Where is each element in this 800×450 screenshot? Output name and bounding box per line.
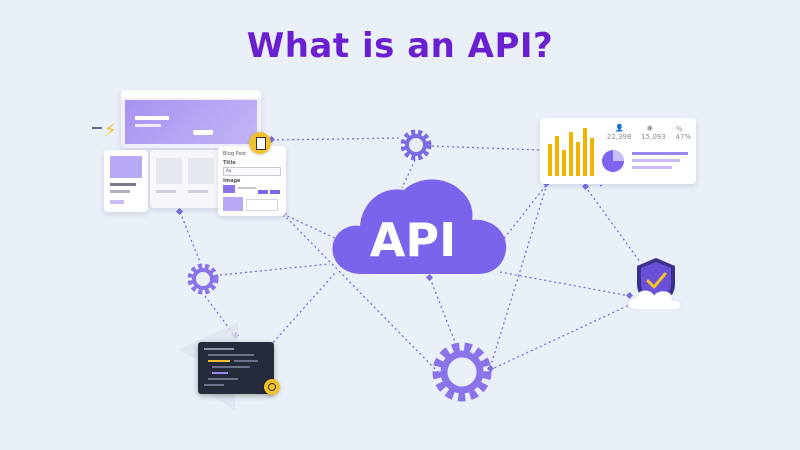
user-icon: 👤 [615, 124, 625, 132]
page-title: What is an API? [246, 26, 554, 66]
node-dot [425, 273, 434, 282]
chart-bar [562, 150, 566, 176]
api-label: API [370, 213, 456, 267]
gear-top [400, 129, 432, 161]
website-mockup [121, 90, 261, 148]
blog-heading: Blog Post [223, 151, 247, 157]
chart-bar [590, 138, 594, 176]
gear-icon [187, 263, 219, 295]
hero-banner [125, 100, 257, 144]
connector-line [499, 271, 631, 297]
image-placeholder [110, 156, 142, 178]
cloud-shape [332, 179, 507, 274]
content-card [150, 150, 220, 208]
node-dot [581, 182, 590, 191]
api-cloud: API [332, 179, 507, 274]
stats-row: 22,398 15,093 47% [602, 133, 696, 141]
connector-line [282, 213, 439, 373]
pie-chart [602, 150, 624, 172]
lightning-icon: ⚡ [104, 120, 117, 141]
content-card [104, 150, 148, 212]
gear-badge-icon [264, 379, 280, 395]
stat-users: 22,398 [606, 133, 632, 141]
chart-bar [548, 144, 552, 176]
chart-bar [569, 132, 573, 176]
connector-line [179, 211, 201, 263]
connector-line [431, 145, 541, 151]
gear-icon [400, 129, 432, 161]
connector-line [269, 271, 337, 347]
connector-line [584, 185, 641, 263]
gear-icon [432, 342, 492, 402]
connector-line [271, 137, 401, 141]
blog-post-card: Blog Post Title Aa Image [218, 146, 286, 216]
connector-line [282, 213, 336, 239]
node-dot [486, 364, 495, 373]
connector-line [401, 159, 416, 189]
chart-bar [583, 128, 587, 176]
cloud-icon [628, 290, 682, 311]
analytics-dashboard: 👤 ◉ ％ 22,398 15,093 47% [540, 118, 696, 184]
connector-line [489, 183, 548, 369]
chart-bar [555, 136, 559, 176]
title-label: Title [223, 160, 236, 166]
stat-views: 15,093 [641, 133, 666, 141]
connector-line [489, 299, 641, 371]
eye-icon: ◉ [646, 124, 653, 132]
chart-bar [576, 142, 580, 176]
action-button [270, 190, 280, 194]
connector-line [219, 263, 331, 276]
node-dot [625, 291, 634, 300]
image-label: Image [223, 178, 241, 184]
browser-bar [121, 90, 261, 98]
connector-line [497, 183, 548, 247]
stats-icons: 👤 ◉ ％ [604, 124, 694, 134]
bar-chart [548, 128, 594, 176]
code-editor [198, 342, 274, 394]
percent-icon: ％ [675, 125, 683, 133]
security-shield [628, 258, 682, 311]
gear-left [187, 263, 219, 295]
gear-bottom [432, 342, 492, 402]
connector-line [429, 277, 456, 343]
action-button [258, 190, 268, 194]
image-thumbnail [223, 185, 235, 193]
title-field: Aa [223, 167, 281, 176]
node-dot [175, 207, 184, 216]
stat-percent: 47% [675, 133, 692, 141]
file-settings-icon [249, 132, 271, 154]
hero-button [193, 130, 213, 135]
